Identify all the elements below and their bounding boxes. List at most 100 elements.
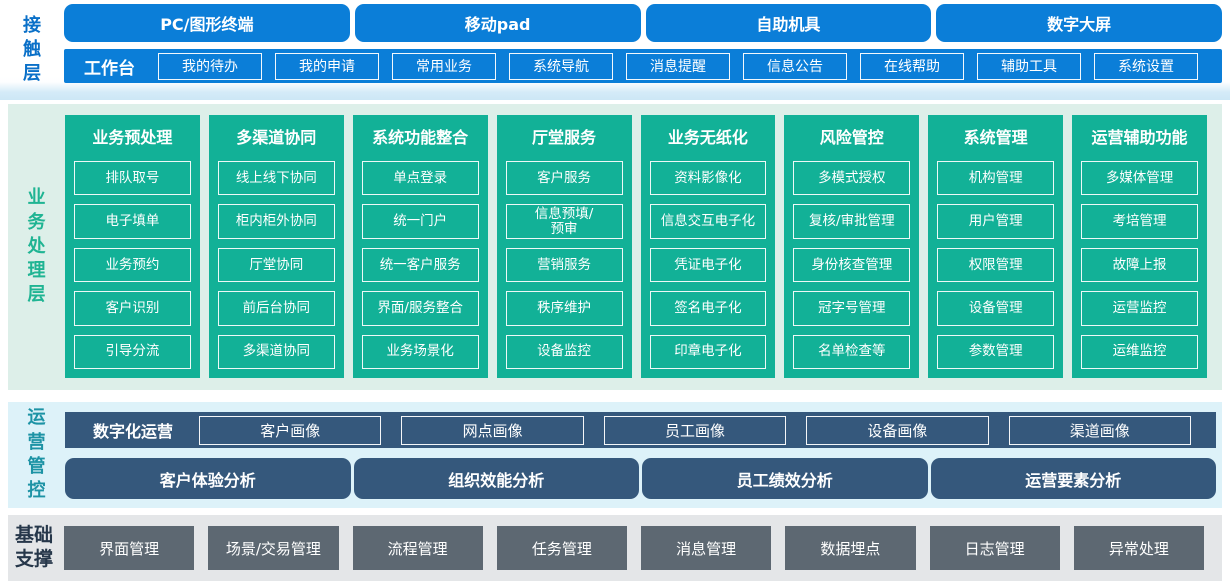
portrait-customer: 客户画像 xyxy=(199,415,382,445)
column-multi-channel: 多渠道协同 线上线下协同 柜内柜外协同 厅堂协同 前后台协同 多渠道协同 xyxy=(208,115,344,378)
feature-box: 单点登录 xyxy=(361,161,479,196)
column-title: 业务无纸化 xyxy=(667,127,748,147)
column-title: 风险管控 xyxy=(819,127,884,147)
portrait-branch: 网点画像 xyxy=(401,415,584,445)
feature-box: 参数管理 xyxy=(937,334,1055,370)
feature-box: 设备管理 xyxy=(937,291,1055,326)
feature-box: 设备监控 xyxy=(505,334,623,370)
feature-box: 客户识别 xyxy=(74,291,191,326)
portrait-channel: 渠道画像 xyxy=(1008,415,1191,445)
foundation-row: 界面管理 场景/交易管理 流程管理 任务管理 消息管理 数据埋点 日志管理 异常… xyxy=(64,526,1204,570)
channel-pc-terminal: PC/图形终端 xyxy=(64,4,350,42)
feature-box: 秩序维护 xyxy=(505,291,623,326)
feature-box: 营销服务 xyxy=(505,247,623,283)
workbench-item-announcements: 信息公告 xyxy=(743,52,847,80)
feature-box: 多模式授权 xyxy=(793,161,911,196)
feature-box: 厅堂协同 xyxy=(217,247,335,283)
feature-box: 考培管理 xyxy=(1081,204,1198,239)
feature-box: 身份核查管理 xyxy=(793,247,911,283)
column-title: 厅堂服务 xyxy=(532,127,597,147)
column-title: 运营辅助功能 xyxy=(1091,127,1188,147)
business-columns: 业务预处理 排队取号 电子填单 业务预约 客户识别 引导分流 多渠道协同 线上线… xyxy=(65,104,1222,390)
column-title: 系统管理 xyxy=(963,127,1028,147)
feature-box: 界面/服务整合 xyxy=(361,291,479,326)
workbench-item-settings: 系统设置 xyxy=(1094,52,1198,80)
feature-box: 印章电子化 xyxy=(649,334,767,370)
column-risk-control: 风险管控 多模式授权 复核/审批管理 身份核查管理 冠字号管理 名单检查等 xyxy=(784,115,920,378)
feature-box: 排队取号 xyxy=(74,161,191,196)
business-layer-label: 业务处理层 xyxy=(27,187,46,306)
feature-box: 电子填单 xyxy=(74,204,191,239)
feature-box: 冠字号管理 xyxy=(793,291,911,326)
column-hall-service: 厅堂服务 客户服务 信息预填/ 预审 营销服务 秩序维护 设备监控 xyxy=(496,115,632,378)
business-layer-label-col: 业务处理层 xyxy=(8,104,65,390)
analysis-row: 客户体验分析 组织效能分析 员工绩效分析 运营要素分析 xyxy=(65,458,1216,499)
foundation-scene-transaction: 场景/交易管理 xyxy=(208,526,339,570)
column-ops-auxiliary: 运营辅助功能 多媒体管理 考培管理 故障上报 运营监控 运维监控 xyxy=(1072,115,1207,378)
digital-operations-label: 数字化运营 xyxy=(93,422,174,441)
operations-layer-label-col: 运营管控 xyxy=(8,402,65,508)
digital-operations-bar: 数字化运营 客户画像 网点画像 员工画像 设备画像 渠道画像 xyxy=(65,412,1216,448)
workbench-label: 工作台 xyxy=(84,58,135,79)
feature-box: 用户管理 xyxy=(937,204,1055,239)
operations-layer: 运营管控 数字化运营 客户画像 网点画像 员工画像 设备画像 渠道画像 客户体验… xyxy=(8,402,1222,508)
foundation-layer: 基础支撑 界面管理 场景/交易管理 流程管理 任务管理 消息管理 数据埋点 日志… xyxy=(8,515,1222,581)
column-title: 多渠道协同 xyxy=(236,127,317,147)
feature-box: 多媒体管理 xyxy=(1081,161,1198,196)
operations-layer-label: 运营管控 xyxy=(27,407,46,502)
feature-box: 信息预填/ 预审 xyxy=(505,204,623,239)
foundation-process-management: 流程管理 xyxy=(352,526,483,570)
feature-box: 统一客户服务 xyxy=(361,247,479,283)
feature-box: 运营监控 xyxy=(1081,291,1198,326)
portrait-device: 设备画像 xyxy=(806,415,989,445)
workbench-bar: 工作台 我的待办 我的申请 常用业务 系统导航 消息提醒 信息公告 在线帮助 辅… xyxy=(64,49,1222,83)
workbench-item-online-help: 在线帮助 xyxy=(860,52,964,80)
feature-box: 前后台协同 xyxy=(217,291,335,326)
foundation-data-tracking: 数据埋点 xyxy=(785,526,916,570)
workbench-item-applications: 我的申请 xyxy=(275,52,379,80)
column-title: 系统功能整合 xyxy=(372,127,469,147)
business-layer: 业务处理层 业务预处理 排队取号 电子填单 业务预约 客户识别 引导分流 多渠道… xyxy=(8,104,1222,390)
contact-layer-body: PC/图形终端 移动pad 自助机具 数字大屏 工作台 我的待办 我的申请 常用… xyxy=(64,0,1222,100)
feature-box: 签名电子化 xyxy=(649,291,767,326)
column-system-integration: 系统功能整合 单点登录 统一门户 统一客户服务 界面/服务整合 业务场景化 xyxy=(352,115,488,378)
workbench-item-reminders: 消息提醒 xyxy=(626,52,730,80)
foundation-message-management: 消息管理 xyxy=(641,526,772,570)
channel-row: PC/图形终端 移动pad 自助机具 数字大屏 xyxy=(64,4,1222,42)
feature-box: 名单检查等 xyxy=(793,334,911,370)
foundation-ui-management: 界面管理 xyxy=(64,526,195,570)
column-title: 业务预处理 xyxy=(92,127,173,147)
feature-box: 权限管理 xyxy=(937,247,1055,283)
foundation-layer-label-col: 基础支撑 xyxy=(8,524,60,572)
feature-box: 业务预约 xyxy=(74,247,191,283)
foundation-layer-label: 基础支撑 xyxy=(14,524,53,570)
analysis-ops-elements: 运营要素分析 xyxy=(930,458,1216,499)
feature-box: 线上线下协同 xyxy=(217,161,335,196)
feature-box: 业务场景化 xyxy=(361,334,479,370)
channel-mobile-pad: 移动pad xyxy=(354,4,641,42)
feature-box: 引导分流 xyxy=(74,334,191,370)
foundation-log-management: 日志管理 xyxy=(929,526,1060,570)
workbench-item-common-business: 常用业务 xyxy=(392,52,496,80)
feature-box: 统一门户 xyxy=(361,204,479,239)
feature-box: 资料影像化 xyxy=(649,161,767,196)
channel-digital-screen: 数字大屏 xyxy=(936,4,1222,42)
feature-box: 凭证电子化 xyxy=(649,247,767,283)
column-pre-processing: 业务预处理 排队取号 电子填单 业务预约 客户识别 引导分流 xyxy=(65,115,200,378)
portrait-employee: 员工画像 xyxy=(603,415,787,445)
workbench-item-navigation: 系统导航 xyxy=(509,52,613,80)
analysis-org-efficiency: 组织效能分析 xyxy=(353,458,639,499)
analysis-customer-experience: 客户体验分析 xyxy=(65,458,351,499)
foundation-exception-handling: 异常处理 xyxy=(1073,526,1204,570)
foundation-task-management: 任务管理 xyxy=(496,526,627,570)
column-system-management: 系统管理 机构管理 用户管理 权限管理 设备管理 参数管理 xyxy=(928,115,1064,378)
contact-layer-label-col: 接触层 xyxy=(0,0,64,100)
feature-box: 多渠道协同 xyxy=(217,334,335,370)
analysis-employee-performance: 员工绩效分析 xyxy=(642,458,928,499)
contact-layer-label: 接触层 xyxy=(23,14,41,85)
feature-box: 机构管理 xyxy=(937,161,1055,196)
feature-box: 柜内柜外协同 xyxy=(217,204,335,239)
feature-box: 故障上报 xyxy=(1081,247,1198,283)
workbench-item-aux-tools: 辅助工具 xyxy=(977,52,1081,80)
